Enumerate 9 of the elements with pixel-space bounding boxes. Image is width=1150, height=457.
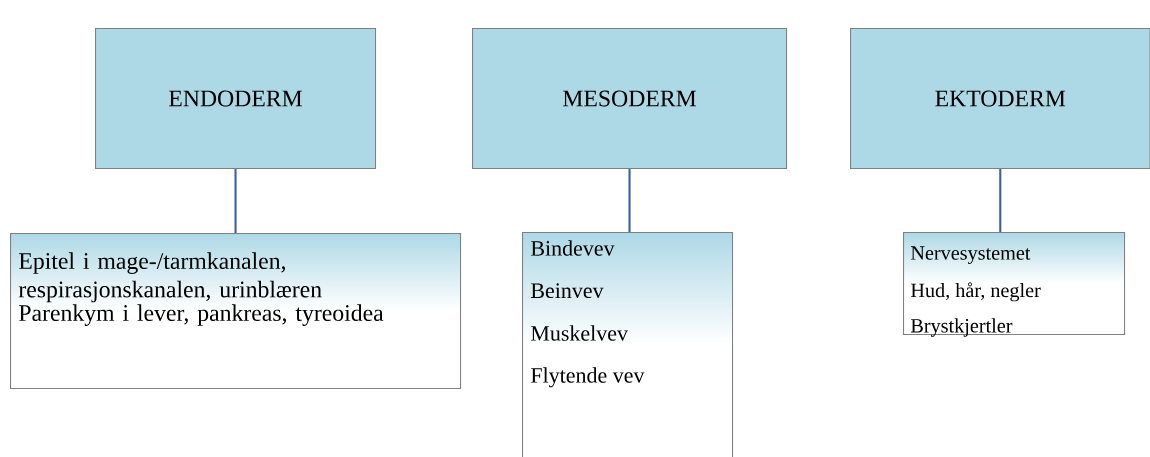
tissue-box: Nervesystemet Hud, hår, negler Brystkjertler bbox=[903, 232, 1126, 337]
connector-line bbox=[999, 169, 1002, 232]
tissue-box: Epitel i mage-/tarmkanalen, respirasjonskanalen, urinblæren Parenkym i lever, pankreas, tyreoidea bbox=[10, 233, 462, 390]
layer-box: MESODERM bbox=[472, 28, 788, 170]
tissue-box: Bindevev Beinvev Muskelvev Flytende vev bbox=[522, 232, 734, 457]
layer-box: ENDODERM bbox=[95, 28, 377, 170]
connector-line bbox=[628, 169, 631, 232]
layer-box: EKTODERM bbox=[850, 28, 1150, 170]
connector-line bbox=[234, 169, 237, 233]
